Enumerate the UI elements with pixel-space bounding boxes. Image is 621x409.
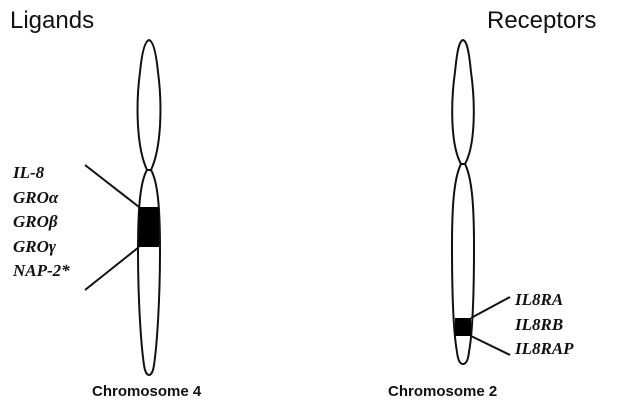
chromosome-4-label: Chromosome 4: [92, 383, 201, 400]
chromosome-2: [452, 40, 474, 364]
receptor-gene: IL8RB: [515, 313, 574, 338]
receptor-pointer-upper: [471, 297, 510, 318]
receptor-gene-list: IL8RA IL8RB IL8RAP: [515, 288, 574, 362]
ligand-gene-list: IL-8 GROα GROβ GROγ NAP-2*: [13, 161, 70, 284]
ligand-gene: GROβ: [13, 210, 70, 235]
receptor-gene: IL8RAP: [515, 337, 574, 362]
ligand-pointer-lower: [85, 247, 139, 290]
ligand-gene: NAP-2*: [13, 259, 70, 284]
ligand-gene: GROγ: [13, 235, 70, 260]
receptor-pointer-lower: [471, 336, 510, 355]
chromosome-2-band: [455, 318, 471, 336]
receptor-gene: IL8RA: [515, 288, 574, 313]
ligand-gene: IL-8: [13, 161, 70, 186]
ligand-pointer-upper: [85, 165, 139, 207]
chromosome-2-label: Chromosome 2: [388, 383, 497, 400]
chromosome-2-p-arm: [452, 40, 474, 164]
chromosome-4-p-arm: [138, 40, 161, 170]
chromosome-4-q-arm: [138, 170, 160, 375]
ligand-gene: GROα: [13, 186, 70, 211]
chromosome-4: [138, 40, 161, 375]
chromosome-4-band: [139, 207, 159, 247]
